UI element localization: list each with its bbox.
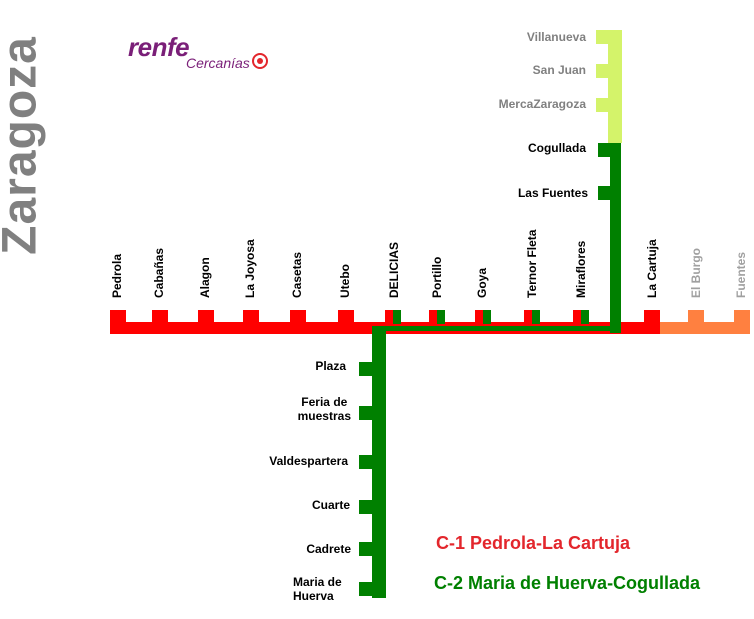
station-mark-cabanas: [152, 310, 168, 324]
station-mark-portillo-c2: [437, 310, 445, 324]
station-mark-goya-c2: [483, 310, 491, 324]
station-mark-delicias-c2: [393, 310, 401, 324]
station-label-cuarte: Cuarte: [311, 498, 350, 512]
station-mark-maria-de-huerva: [359, 582, 373, 596]
station-label-portillo: Portillo: [430, 256, 444, 298]
station-label-cadrete: Cadrete: [306, 542, 351, 556]
renfe-logo-text: renfe: [128, 32, 190, 62]
c2-north-line: [610, 143, 621, 333]
renfe-logo-icon: [252, 53, 268, 69]
station-mark-san-juan: [596, 64, 610, 78]
station-mark-el-burgo: [688, 310, 704, 324]
legend-c2: C-2 Maria de Huerva-Cogullada: [434, 573, 701, 593]
station-label-feria-de-muestras: Feria de muestras: [297, 395, 351, 423]
c2-south-line: [372, 326, 386, 598]
station-mark-delicias-c1: [385, 310, 393, 324]
station-mark-valdespartera: [359, 455, 373, 469]
station-label-miraflores: Miraflores: [574, 240, 588, 298]
station-label-utebo: Utebo: [338, 264, 352, 298]
station-label-fuentes: Fuentes: [734, 251, 748, 298]
station-label-la-cartuja: La Cartuja: [645, 239, 659, 298]
station-label-delicias: DELICIAS: [387, 241, 401, 298]
station-label-casetas: Casetas: [290, 251, 304, 298]
station-mark-portillo-c1: [429, 310, 437, 324]
future-east-line: [660, 322, 750, 334]
station-mark-miraflores-c1: [573, 310, 581, 324]
station-mark-ternor-fleta-c1: [524, 310, 532, 324]
station-mark-miraflores-c2: [581, 310, 589, 324]
station-mark-las-fuentes: [598, 186, 612, 200]
station-mark-cogullada: [598, 143, 612, 157]
station-mark-la-joyosa: [243, 310, 259, 324]
station-label-cabanas: Cabañas: [152, 247, 166, 298]
station-mark-pedrola: [110, 310, 126, 324]
station-label-cogullada: Cogullada: [527, 141, 586, 155]
station-mark-fuentes: [734, 310, 750, 324]
station-label-ternor-fleta: Ternor Fleta: [525, 229, 539, 298]
station-mark-alagon: [198, 310, 214, 324]
station-label-las-fuentes: Las Fuentes: [517, 186, 588, 200]
c2-horizontal-line: [372, 326, 621, 331]
station-label-pedrola: Pedrola: [110, 253, 124, 298]
station-mark-cuarte: [359, 500, 373, 514]
station-mark-goya-c1: [475, 310, 483, 324]
station-label-goya: Goya: [475, 267, 489, 298]
station-label-plaza: Plaza: [315, 359, 346, 373]
station-label-mercazaragoza: MercaZaragoza: [498, 97, 586, 111]
station-label-la-joyosa: La Joyosa: [243, 239, 257, 298]
future-north-line: [608, 30, 622, 143]
station-label-alagon: Alagon: [198, 257, 212, 298]
station-mark-feria: [359, 406, 373, 420]
legend-c1: C-1 Pedrola-La Cartuja: [436, 533, 631, 553]
station-mark-utebo: [338, 310, 354, 324]
station-mark-mercazaragoza: [596, 98, 610, 112]
cercanias-logo-text: Cercanías: [186, 55, 250, 71]
station-label-valdespartera: Valdespartera: [269, 454, 348, 468]
station-mark-villanueva: [596, 30, 610, 44]
station-mark-casetas: [290, 310, 306, 324]
station-mark-cadrete: [359, 542, 373, 556]
station-mark-plaza: [359, 362, 373, 376]
station-label-villanueva: Villanueva: [526, 30, 586, 44]
station-label-el-burgo: El Burgo: [689, 248, 703, 298]
station-mark-ternor-fleta-c2: [532, 310, 540, 324]
station-label-san-juan: San Juan: [532, 63, 586, 77]
station-label-maria-de-huerva: Maria de Huerva: [293, 575, 342, 603]
station-mark-la-cartuja: [644, 310, 660, 324]
